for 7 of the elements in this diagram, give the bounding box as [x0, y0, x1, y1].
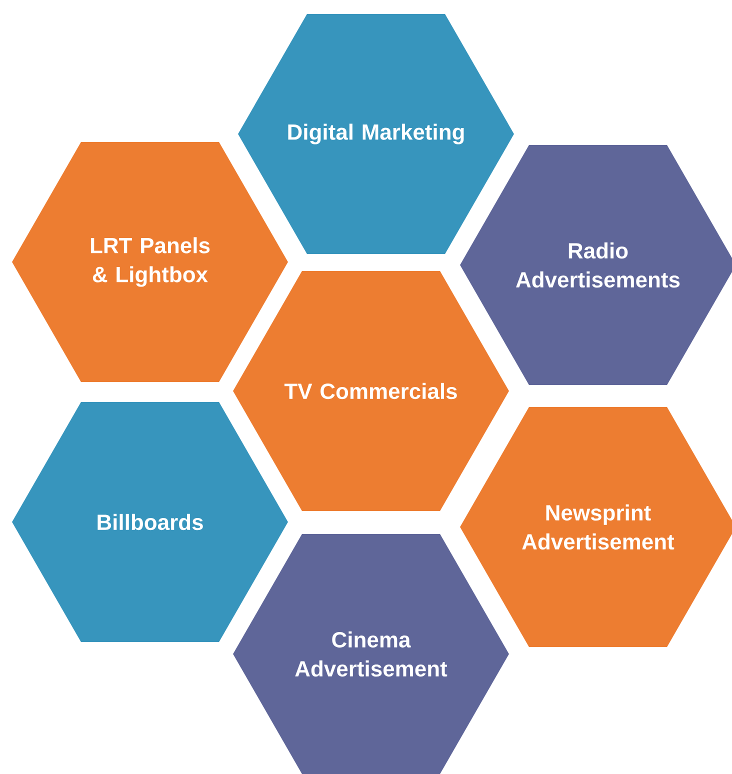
hexagon: Cinema Advertisement	[233, 534, 509, 774]
hexagon: Radio Advertisements	[460, 145, 732, 385]
hexagon: LRT Panels & Lightbox	[12, 142, 288, 382]
hexagon: Digital Marketing	[238, 14, 514, 254]
hexagon: TV Commercials	[233, 271, 509, 511]
hexagon: Billboards	[12, 402, 288, 642]
hexagon: Newsprint Advertisement	[460, 407, 732, 647]
